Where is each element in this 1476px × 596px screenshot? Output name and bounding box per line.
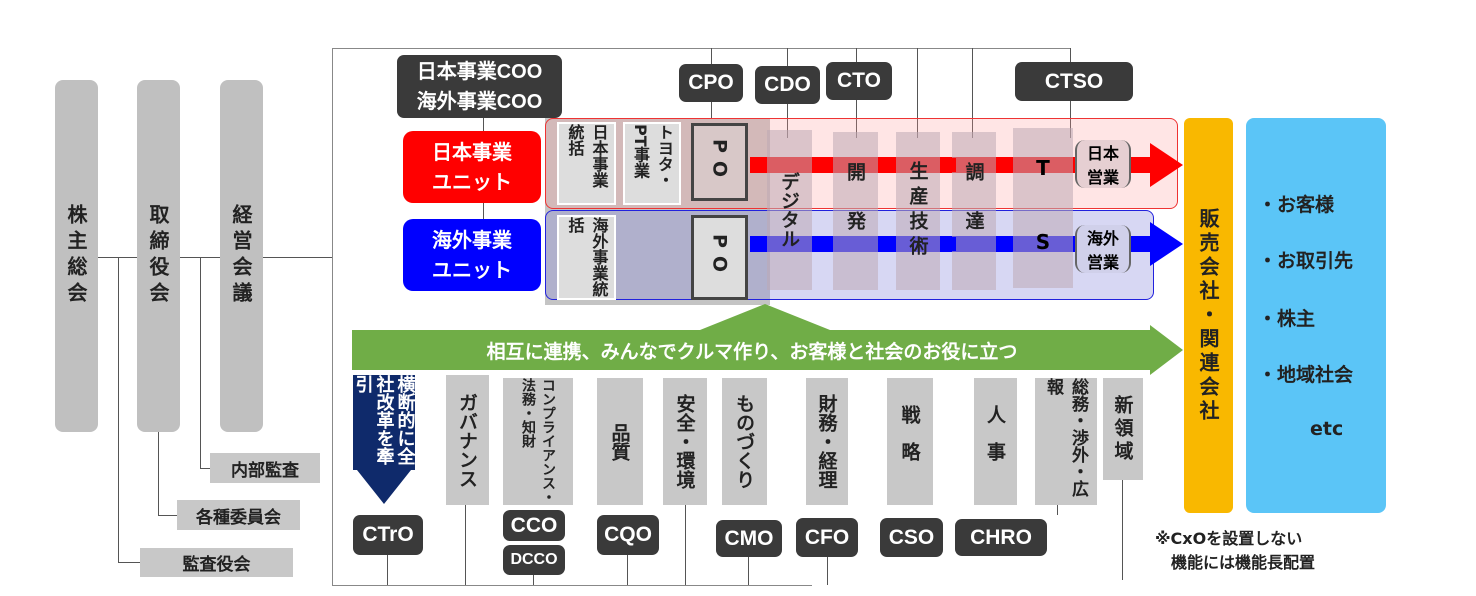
fn-compliance: コンプライアンス・法務・知財 bbox=[503, 378, 573, 505]
cqo-tag: CQO bbox=[597, 515, 659, 555]
fn-finance: 財務・経理 bbox=[806, 378, 848, 505]
mission-banner: 相互に連携、みんなでクルマ作り、お客様と社会のお役に立つ bbox=[352, 330, 1152, 370]
stakeholder-etc: etc bbox=[1310, 418, 1344, 440]
mission-arrow-head bbox=[1150, 325, 1183, 375]
note: ※CxOを設置しない 機能には機能長配置 bbox=[1155, 529, 1316, 572]
down-arrow bbox=[357, 470, 411, 504]
fn-general-affairs: 総務・渉外・広報 bbox=[1035, 378, 1097, 505]
toyota-pt: トヨタ・PT事業 bbox=[623, 122, 681, 205]
audit-board: 監査役会 bbox=[140, 548, 293, 577]
stakeholder-suppliers: ・お取引先 bbox=[1258, 250, 1354, 272]
connector-square bbox=[998, 158, 1012, 172]
connector-square bbox=[752, 158, 766, 172]
up-arrow bbox=[700, 304, 830, 330]
internal-audit: 内部監査 bbox=[210, 453, 320, 483]
connector-square bbox=[880, 158, 894, 172]
overseas-hq: 海外事業統括 bbox=[557, 215, 616, 300]
connector-square bbox=[942, 158, 956, 172]
po-overseas: PO bbox=[691, 215, 748, 300]
shareholders-meeting: 株主総会 bbox=[55, 80, 98, 432]
overseas-sales: 海外営業 bbox=[1075, 225, 1131, 273]
fn-hr: 人事 bbox=[974, 378, 1017, 505]
japan-hq: 日本事業統括 bbox=[557, 122, 616, 205]
cmo-tag: CMO bbox=[716, 520, 782, 557]
cpo-tag: CPO bbox=[679, 64, 743, 102]
cco-tag: CCO bbox=[503, 510, 565, 541]
fn-strategy: 戦略 bbox=[887, 378, 933, 505]
connector-square bbox=[814, 237, 828, 251]
fn-new-domains: 新領域 bbox=[1103, 378, 1143, 480]
procurement-column: 調達 bbox=[952, 132, 996, 290]
prod-tech-column: 生産技術 bbox=[896, 132, 940, 290]
stakeholder-community: ・地域社会 bbox=[1258, 364, 1354, 386]
stakeholder-shareholders: ・株主 bbox=[1258, 308, 1316, 330]
fn-governance: ガバナンス bbox=[446, 375, 489, 505]
fn-quality: 品質 bbox=[597, 378, 643, 505]
dcco-tag: DCCO bbox=[503, 545, 565, 575]
ctso-tag: CTSO bbox=[1015, 62, 1133, 101]
cfo-tag: CFO bbox=[796, 518, 858, 557]
board-of-directors: 取締役会 bbox=[137, 80, 180, 432]
connector-square bbox=[880, 237, 894, 251]
po-japan: PO bbox=[691, 123, 748, 201]
committees: 各種委員会 bbox=[177, 500, 300, 530]
chro-tag: CHRO bbox=[955, 519, 1047, 556]
cso-tag: CSO bbox=[880, 518, 943, 557]
cdo-tag: CDO bbox=[755, 66, 820, 104]
stakeholders-box: ・お客様 ・お取引先 ・株主 ・地域社会 etc bbox=[1246, 118, 1386, 513]
digital-column: デジタル bbox=[767, 130, 812, 290]
ts-t: T bbox=[1036, 156, 1050, 180]
ctro-tag: CTrO bbox=[353, 515, 423, 555]
ts-s: S bbox=[1035, 230, 1051, 254]
connector-square bbox=[942, 237, 956, 251]
fn-monozukuri: ものづくり bbox=[722, 378, 767, 505]
dev-column: 開発 bbox=[833, 132, 878, 290]
ts-column: T S bbox=[1013, 128, 1073, 288]
japan-sales: 日本営業 bbox=[1075, 140, 1131, 188]
fn-safety: 安全・環境 bbox=[663, 378, 707, 505]
coo-tag: 日本事業COO 海外事業COO bbox=[397, 55, 562, 118]
stakeholder-customers: ・お客様 bbox=[1258, 194, 1335, 216]
overseas-unit: 海外事業 ユニット bbox=[403, 219, 541, 291]
transform-box: 横断的に全社改革を牽引 bbox=[353, 375, 416, 470]
connector-square bbox=[998, 237, 1012, 251]
connector-square bbox=[814, 158, 828, 172]
japan-unit: 日本事業 ユニット bbox=[403, 131, 541, 203]
overseas-arrow-head bbox=[1150, 222, 1183, 266]
executive-committee: 経営会議 bbox=[220, 80, 263, 432]
japan-arrow-head bbox=[1150, 143, 1183, 187]
sales-companies: 販売会社・関連会社 bbox=[1184, 118, 1233, 513]
cto-tag: CTO bbox=[826, 62, 892, 100]
connector-square bbox=[752, 237, 766, 251]
